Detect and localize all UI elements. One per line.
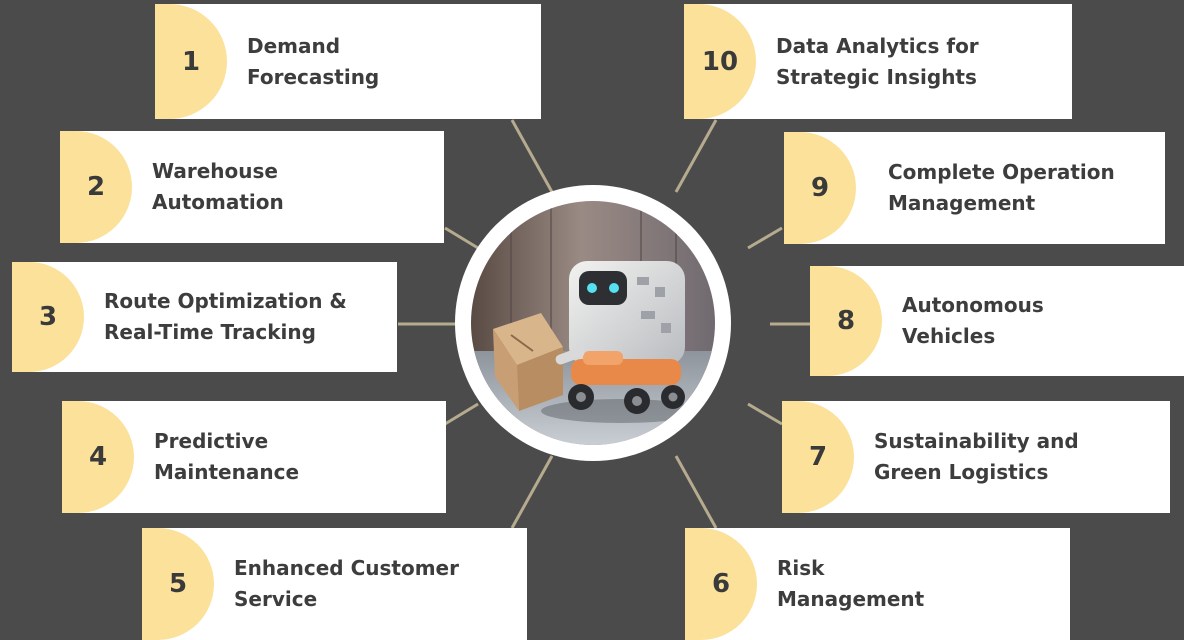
item-1-card: 1 Demand Forecasting: [155, 4, 541, 119]
item-9-card: 9 Complete Operation Management: [784, 132, 1165, 244]
item-3-label: Route Optimization & Real-Time Tracking: [104, 289, 347, 344]
delivery-robot-illustration: [471, 201, 715, 445]
item-8-label: Autonomous Vehicles: [902, 293, 1044, 348]
item-7-label: Sustainability and Green Logistics: [874, 429, 1079, 484]
item-2-number: 2: [60, 131, 132, 243]
item-7-card: 7 Sustainability and Green Logistics: [782, 401, 1170, 513]
center-hub: [455, 185, 731, 461]
item-6-card: 6 Risk Management: [685, 528, 1070, 640]
item-10-label: Data Analytics for Strategic Insights: [776, 33, 979, 89]
item-6-number: 6: [685, 528, 757, 640]
item-7-number: 7: [782, 401, 854, 513]
item-5-label: Enhanced Customer Service: [234, 556, 459, 611]
item-1-number: 1: [155, 4, 227, 119]
item-6-label: Risk Management: [777, 556, 925, 611]
item-3-number: 3: [12, 262, 84, 372]
connector-10: [674, 119, 718, 193]
item-9-number: 9: [784, 132, 856, 244]
connector-7: [747, 402, 783, 426]
robot-image: [471, 201, 715, 445]
item-1-label: Demand Forecasting: [247, 33, 380, 89]
item-9-label: Complete Operation Management: [888, 160, 1115, 215]
connector-2: [444, 226, 479, 250]
item-4-label: Predictive Maintenance: [154, 429, 300, 484]
item-10-number: 10: [684, 4, 756, 119]
item-2-label: Warehouse Automation: [152, 159, 284, 214]
item-8-card: 8 Autonomous Vehicles: [810, 266, 1184, 376]
connector-4: [444, 402, 479, 426]
item-8-number: 8: [810, 266, 882, 376]
item-5-number: 5: [142, 528, 214, 640]
item-5-card: 5 Enhanced Customer Service: [142, 528, 527, 640]
connector-1: [510, 119, 554, 193]
item-4-card: 4 Predictive Maintenance: [62, 401, 446, 513]
connector-6: [674, 455, 718, 529]
connector-5: [510, 455, 554, 529]
item-2-card: 2 Warehouse Automation: [60, 131, 444, 243]
item-3-card: 3 Route Optimization & Real-Time Trackin…: [12, 262, 397, 372]
item-10-card: 10 Data Analytics for Strategic Insights: [684, 4, 1072, 119]
connector-9: [747, 226, 783, 250]
item-4-number: 4: [62, 401, 134, 513]
